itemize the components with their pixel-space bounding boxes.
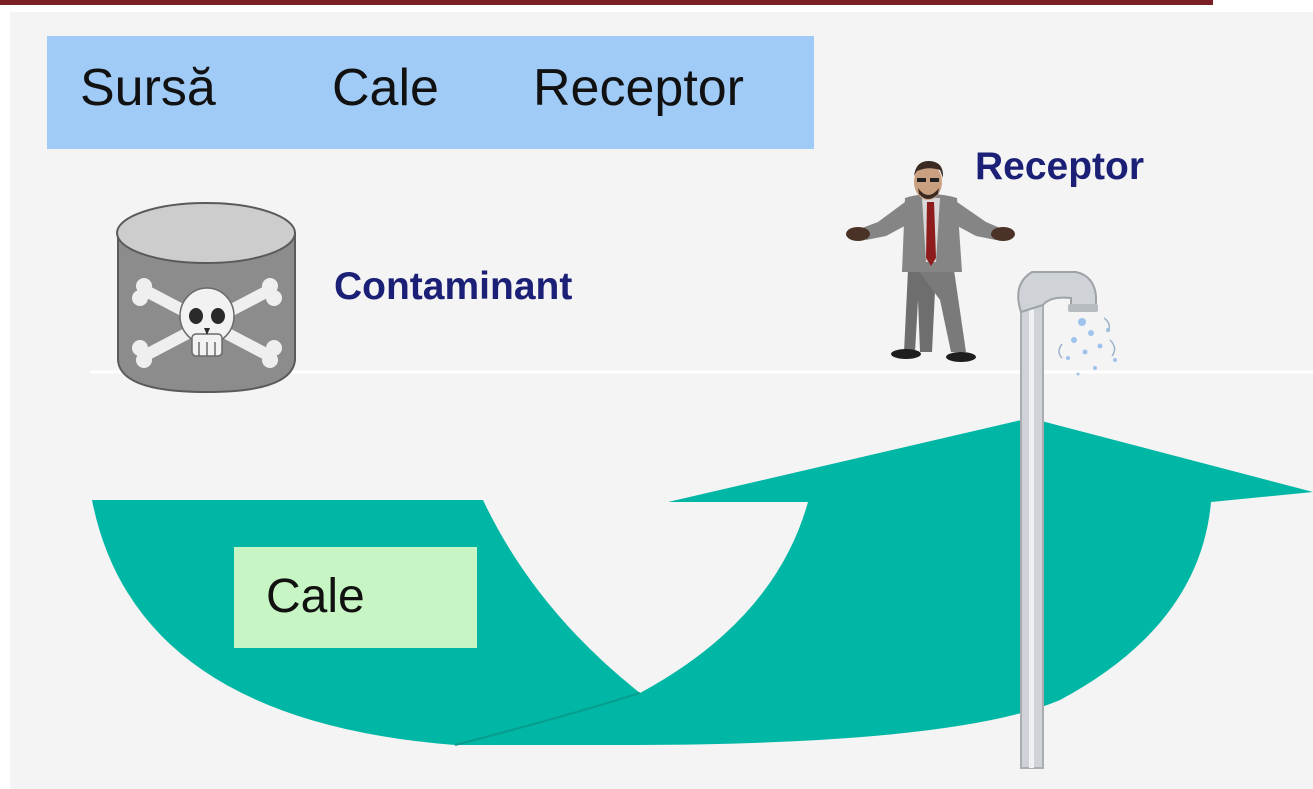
path-arrow-fold — [454, 692, 641, 746]
path-label-box — [234, 547, 477, 648]
person-icon — [846, 160, 1015, 362]
top-rule — [0, 0, 1213, 5]
receptor-label: Receptor — [975, 145, 1145, 188]
header-band — [47, 36, 814, 149]
header-path-label: Cale — [332, 59, 439, 117]
path-arrow — [92, 418, 1313, 745]
header-receptor-label: Receptor — [533, 59, 744, 117]
contaminant-label: Contaminant — [334, 265, 573, 308]
header-source-label: Sursă — [80, 59, 216, 117]
path-label: Cale — [266, 570, 365, 623]
toxic-barrel-icon — [116, 202, 296, 394]
water-tap-icon — [1017, 271, 1117, 769]
